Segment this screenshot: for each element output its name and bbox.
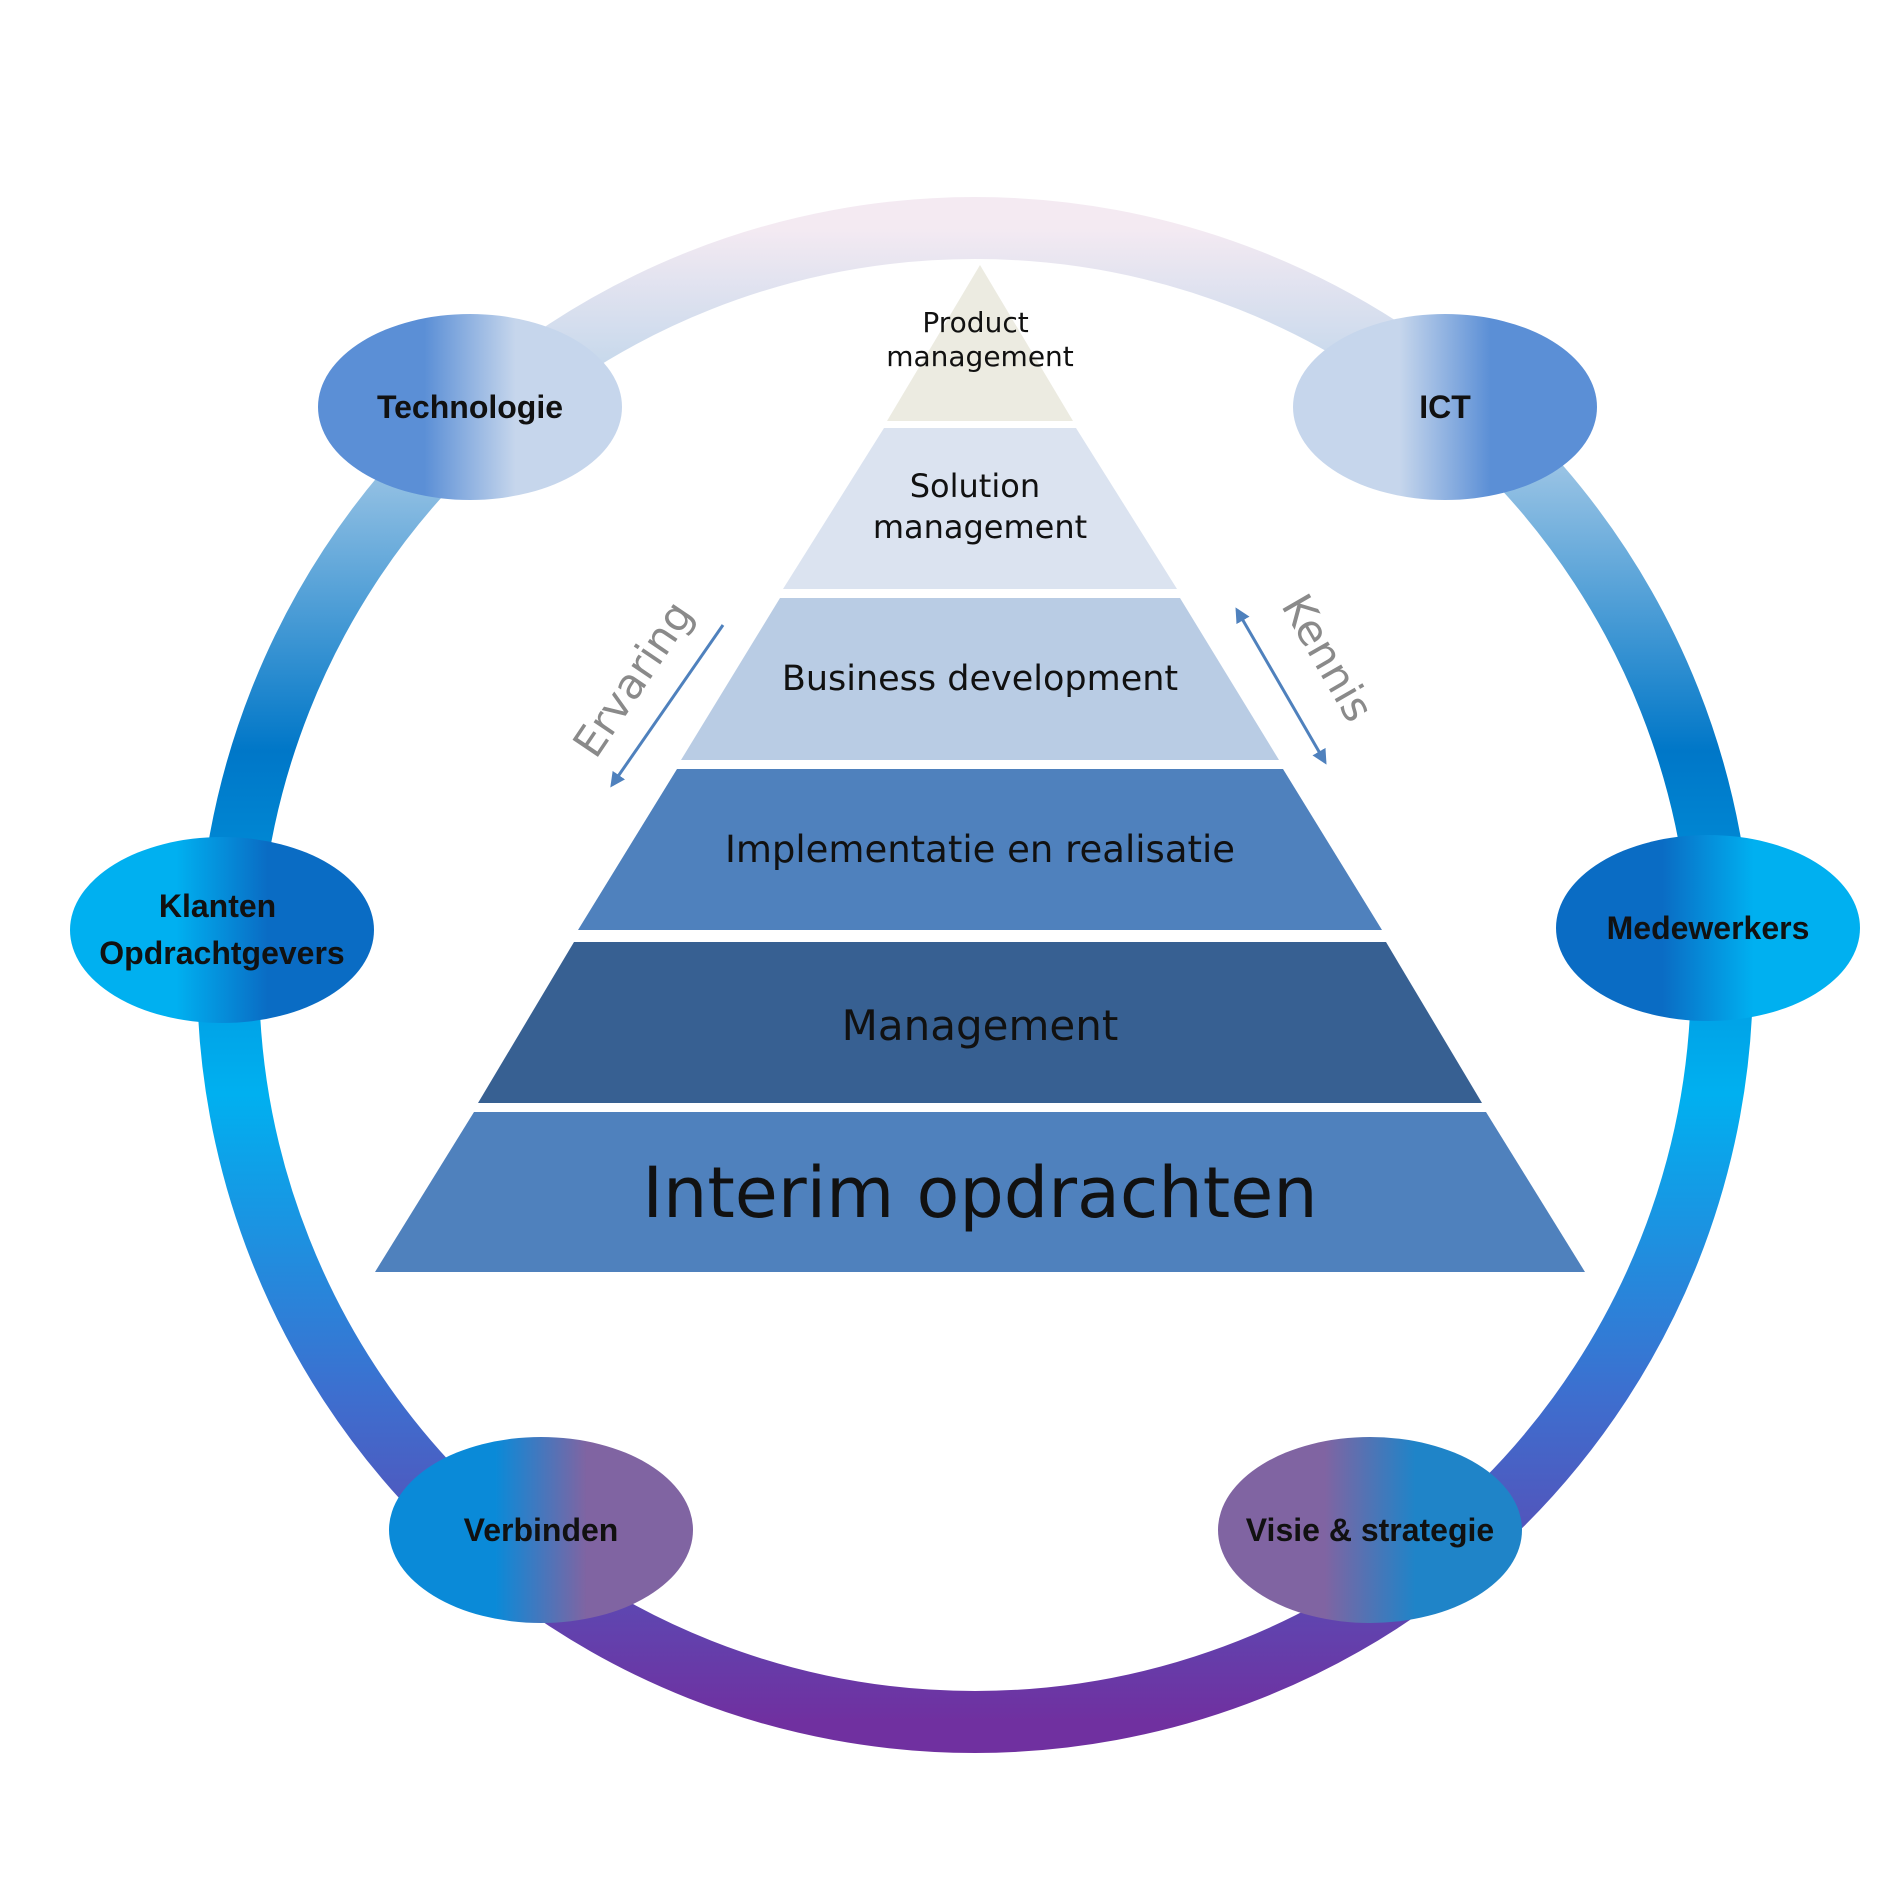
node-visie: Visie & strategie: [1218, 1437, 1522, 1623]
tier-business-development-label: Business development: [782, 659, 1178, 699]
tier-solution-management-line-2: management: [873, 508, 1087, 546]
tier-implementatie-label: Implementatie en realisatie: [725, 828, 1235, 871]
node-ict-label: ICT: [1419, 389, 1471, 425]
tier-solution-management: Solution management: [783, 428, 1177, 589]
node-verbinden-line-1: Verbinden: [464, 1512, 619, 1548]
node-visie-line-1: Visie & strategie: [1246, 1512, 1494, 1548]
node-medewerkers-line-1: Medewerkers: [1607, 910, 1810, 946]
node-medewerkers: Medewerkers: [1556, 835, 1860, 1021]
tier-implementatie-line-1: Implementatie en realisatie: [725, 828, 1235, 871]
arrow-kennis-line: [1235, 607, 1327, 765]
node-visie-label: Visie & strategie: [1246, 1512, 1494, 1548]
node-medewerkers-label: Medewerkers: [1607, 910, 1810, 946]
arrow-ervaring-label: Ervaring: [563, 592, 702, 766]
tier-solution-management-label: Solution management: [873, 467, 1087, 546]
node-klanten-line-1: Klanten: [159, 888, 276, 924]
tier-management-shape: [478, 942, 1482, 1103]
node-technologie-line-1: Technologie: [377, 389, 563, 425]
node-technologie-ellipse: [318, 314, 622, 500]
tier-management: Management: [478, 942, 1482, 1103]
pyramid: Product management Solution management B…: [375, 265, 1585, 1272]
tier-implementatie: Implementatie en realisatie: [578, 769, 1382, 930]
tier-product-management-line-2: management: [886, 340, 1074, 373]
tier-product-management-line-1: Product: [922, 306, 1028, 339]
node-klanten-ellipse: [70, 837, 374, 1023]
tier-interim-line-1: Interim opdrachten: [642, 1152, 1317, 1234]
tier-solution-management-line-1: Solution: [910, 467, 1040, 505]
tier-implementatie-shape: [578, 769, 1382, 930]
ring-nodes: Technologie ICT Klanten Opdrachtgevers M…: [70, 314, 1860, 1623]
arrow-ervaring-line: [610, 624, 725, 788]
tier-business-development-shape: [681, 598, 1279, 760]
tier-product-management: Product management: [886, 265, 1074, 421]
tier-interim: Interim opdrachten: [375, 1112, 1585, 1272]
tier-solution-management-shape: [783, 428, 1177, 589]
arrow-kennis-label: Kennis: [1272, 586, 1383, 730]
node-ict: ICT: [1293, 314, 1597, 500]
tier-product-management-label: Product management: [886, 306, 1074, 373]
node-technologie: Technologie: [318, 314, 622, 500]
tier-product-management-shape: [887, 265, 1073, 421]
node-verbinden-ellipse: [389, 1437, 693, 1623]
tier-business-development: Business development: [681, 598, 1279, 760]
node-klanten-line-2: Opdrachtgevers: [99, 935, 344, 971]
node-verbinden-label: Verbinden: [464, 1512, 619, 1548]
tier-business-development-line-1: Business development: [782, 659, 1178, 699]
tier-interim-label: Interim opdrachten: [642, 1152, 1317, 1234]
node-medewerkers-ellipse: [1556, 835, 1860, 1021]
node-ict-line-1: ICT: [1419, 389, 1471, 425]
node-verbinden: Verbinden: [389, 1437, 693, 1623]
node-ict-ellipse: [1293, 314, 1597, 500]
tier-management-label: Management: [842, 1001, 1119, 1050]
node-klanten-label: Klanten Opdrachtgevers: [99, 888, 344, 971]
tier-management-line-1: Management: [842, 1001, 1119, 1050]
node-klanten: Klanten Opdrachtgevers: [70, 837, 374, 1023]
node-visie-ellipse: [1218, 1437, 1522, 1623]
tier-interim-shape: [375, 1112, 1585, 1272]
node-technologie-label: Technologie: [377, 389, 563, 425]
